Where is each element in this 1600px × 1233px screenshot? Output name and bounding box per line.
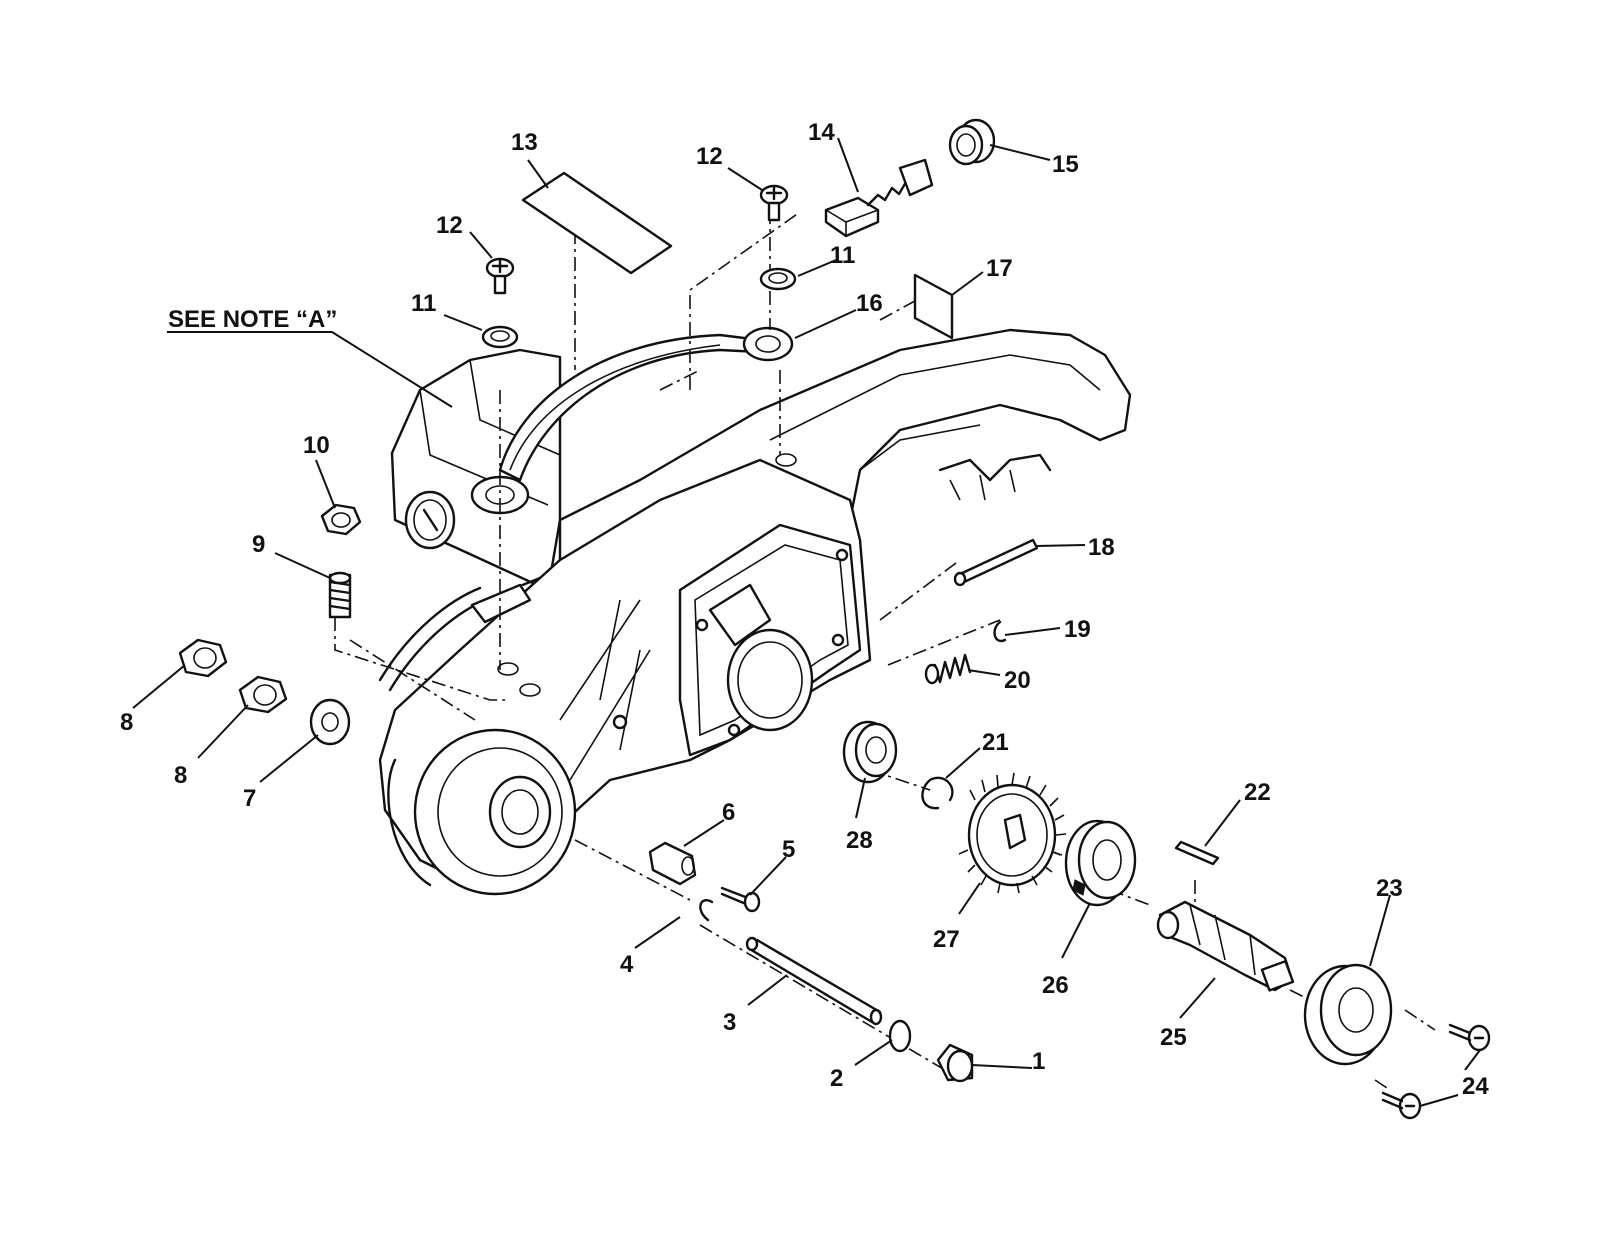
- callout-2: 2: [830, 1065, 843, 1092]
- note-a-label: SEE NOTE “A”: [168, 306, 337, 333]
- washer-2: [888, 1019, 912, 1053]
- callout-20: 20: [1004, 667, 1031, 694]
- callout-23: 23: [1376, 875, 1403, 902]
- callout-7: 7: [243, 785, 256, 812]
- hex-nut-10: [320, 503, 362, 536]
- callout-9: 9: [252, 531, 265, 558]
- washer-11-right: [759, 267, 797, 291]
- pin-18: [953, 538, 1039, 587]
- set-screw-9: [328, 571, 352, 619]
- hex-nut-8-upper: [178, 638, 228, 678]
- label-plate-17: [913, 273, 954, 340]
- callout-13: 13: [511, 129, 538, 156]
- key-22: [1174, 840, 1220, 866]
- clutch-26: [1064, 819, 1137, 907]
- brush-assembly-14: [824, 158, 934, 238]
- bearing-23: [1303, 963, 1393, 1066]
- callout-27: 27: [933, 926, 960, 953]
- callout-21: 21: [982, 729, 1009, 756]
- clip-19: [993, 620, 1007, 643]
- gear-27: [958, 772, 1067, 894]
- callout-28: 28: [846, 827, 873, 854]
- callout-12-left: 12: [436, 212, 463, 239]
- bushing-6: [648, 841, 697, 886]
- callout-8-lower: 8: [174, 762, 187, 789]
- callout-4: 4: [620, 951, 634, 978]
- screw-12-left: [485, 257, 515, 295]
- callout-11-right: 11: [830, 242, 855, 269]
- pivot-pin-3: [745, 936, 883, 1026]
- callout-3: 3: [723, 1009, 736, 1036]
- callout-18: 18: [1088, 534, 1115, 561]
- spindle-shaft-25: [1156, 900, 1295, 992]
- callout-22: 22: [1244, 779, 1271, 806]
- callout-26: 26: [1042, 972, 1069, 999]
- retaining-ring-21: [921, 776, 954, 810]
- callout-6: 6: [722, 799, 735, 826]
- callout-25: 25: [1160, 1024, 1187, 1051]
- e-ring-4: [699, 899, 714, 922]
- gear-housing-arm: [378, 326, 1132, 896]
- label-plate-13: [521, 171, 673, 275]
- bushing-1: [936, 1043, 974, 1083]
- spring-20: [924, 653, 972, 685]
- screw-12-right: [759, 184, 789, 222]
- callout-12-right: 12: [696, 143, 723, 170]
- screw-24-upper: [1448, 1023, 1491, 1052]
- callout-16: 16: [856, 290, 883, 317]
- brush-cap-15: [948, 118, 996, 166]
- callout-19: 19: [1064, 616, 1091, 643]
- screw-24-lower: [1381, 1091, 1422, 1120]
- callout-17: 17: [986, 255, 1013, 282]
- washer-11-left: [481, 325, 519, 349]
- washer-7: [309, 698, 351, 746]
- callout-14: 14: [808, 119, 835, 146]
- callout-15: 15: [1052, 151, 1079, 178]
- callout-11-left: 11: [411, 290, 436, 317]
- leader-lines: [132, 137, 1481, 1107]
- callout-5: 5: [782, 836, 795, 863]
- callout-10: 10: [303, 432, 330, 459]
- callout-8-upper: 8: [120, 709, 133, 736]
- callout-1: 1: [1032, 1048, 1045, 1075]
- bearing-28: [842, 720, 898, 784]
- callout-24: 24: [1462, 1073, 1489, 1100]
